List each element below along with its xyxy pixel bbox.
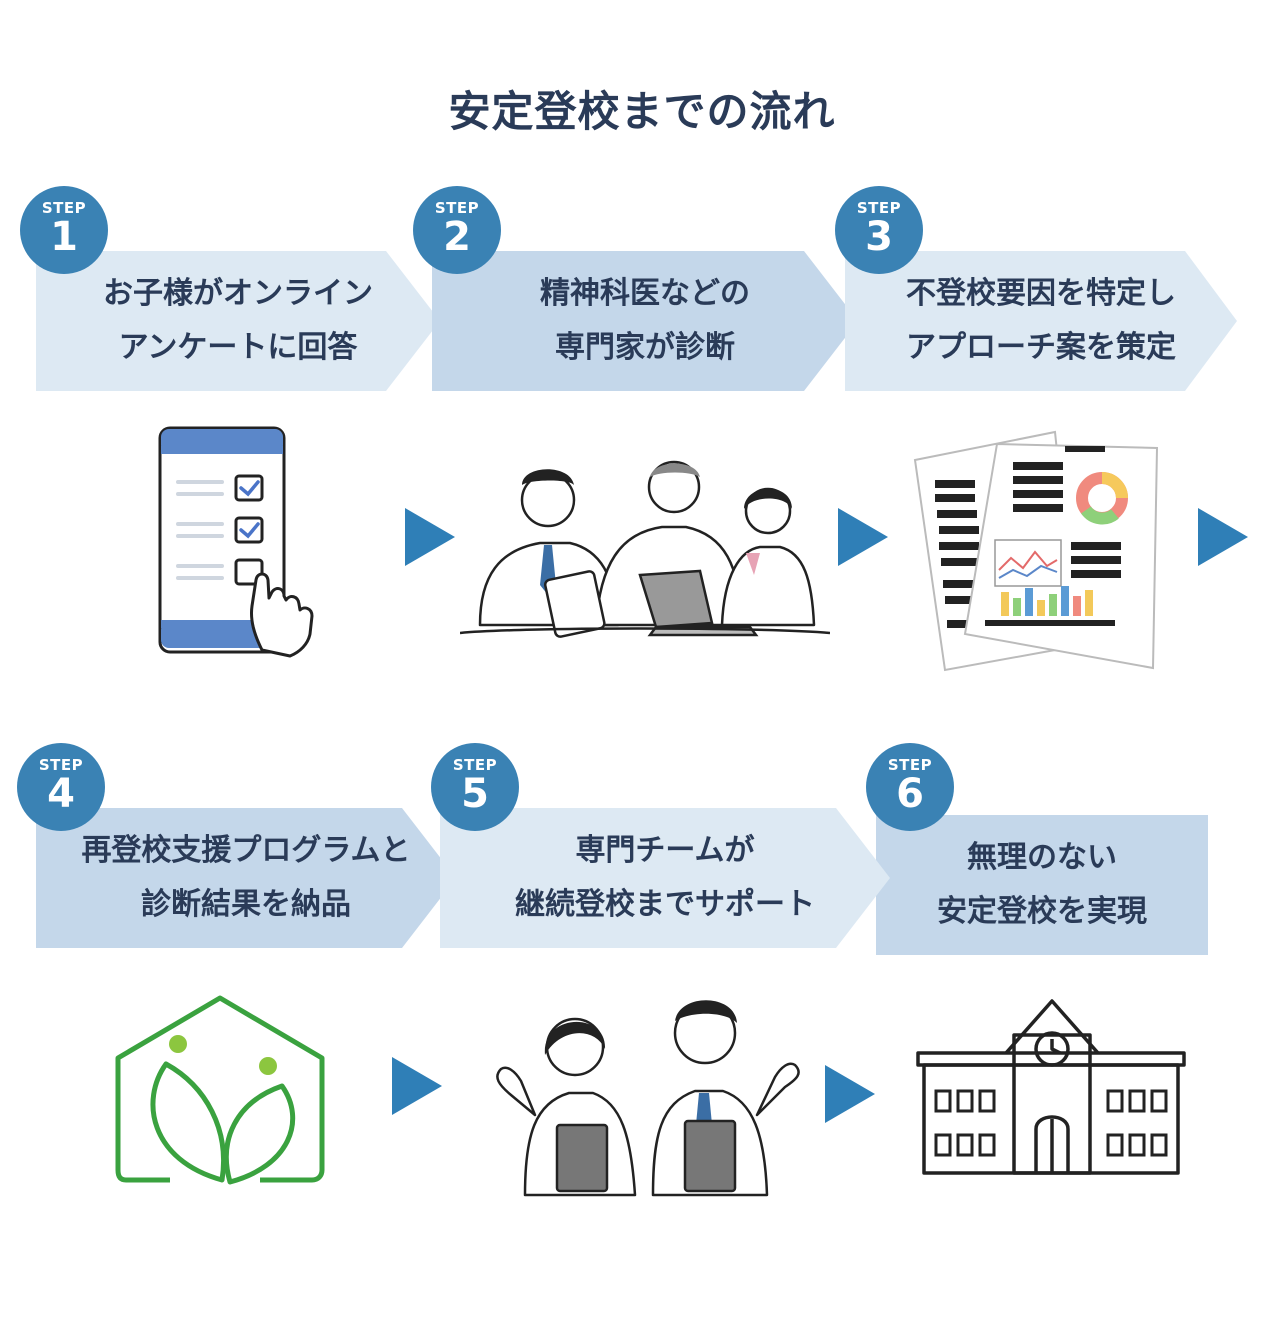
step-3-band: 不登校要因を特定し アプローチ案を策定: [845, 251, 1237, 391]
step-label: STEP: [38, 756, 84, 774]
step-3-text: 不登校要因を特定し アプローチ案を策定: [906, 276, 1176, 365]
doctors-meeting-icon: [460, 460, 830, 638]
step-1-band: お子様がオンライン アンケートに回答: [36, 251, 440, 391]
step-label: STEP: [452, 756, 498, 774]
step-1-text: お子様がオンライン アンケートに回答: [103, 276, 373, 365]
step-3-badge: STEP 3: [835, 186, 923, 274]
step-5-text: 専門チームが 継続登校までサポート: [515, 833, 815, 922]
step-4-badge: STEP 4: [17, 743, 105, 831]
school-building-icon: [916, 999, 1186, 1175]
flow-arrow-icon: [825, 1065, 875, 1123]
step-4-band: 再登校支援プログラムと 診断結果を納品: [36, 808, 456, 948]
report-documents-icon: [913, 430, 1159, 672]
flow-arrow-icon: [405, 508, 455, 566]
step-2-band: 精神科医などの 専門家が診断: [432, 251, 858, 391]
step-number: 3: [865, 214, 893, 260]
step-2-text: 精神科医などの 専門家が診断: [540, 276, 750, 365]
step-label: STEP: [434, 199, 480, 217]
step-1-badge: STEP 1: [20, 186, 108, 274]
step-number: 2: [443, 214, 471, 260]
step-6-band: 無理のない 安定登校を実現: [876, 815, 1208, 955]
flow-arrow-icon: [1198, 508, 1248, 566]
step-number: 4: [47, 771, 75, 817]
step-6-text: 無理のない 安定登校を実現: [937, 840, 1147, 929]
flow-arrow-icon: [838, 508, 888, 566]
step-number: 5: [461, 771, 489, 817]
step-label: STEP: [856, 199, 902, 217]
green-house-leaf-logo-icon: [115, 995, 325, 1185]
step-number: 1: [50, 214, 78, 260]
step-2-badge: STEP 2: [413, 186, 501, 274]
support-team-doctors-icon: [496, 1000, 800, 1197]
flow-arrow-icon: [392, 1057, 442, 1115]
smartphone-checklist-icon: [158, 426, 314, 658]
page-title: 安定登校までの流れ: [448, 87, 836, 136]
step-label: STEP: [887, 756, 933, 774]
step-5-band: 専門チームが 継続登校までサポート: [440, 808, 890, 948]
step-number: 6: [896, 771, 924, 817]
step-6-badge: STEP 6: [866, 743, 954, 831]
step-label: STEP: [41, 199, 87, 217]
step-4-text: 再登校支援プログラムと 診断結果を納品: [81, 833, 411, 922]
step-5-badge: STEP 5: [431, 743, 519, 831]
